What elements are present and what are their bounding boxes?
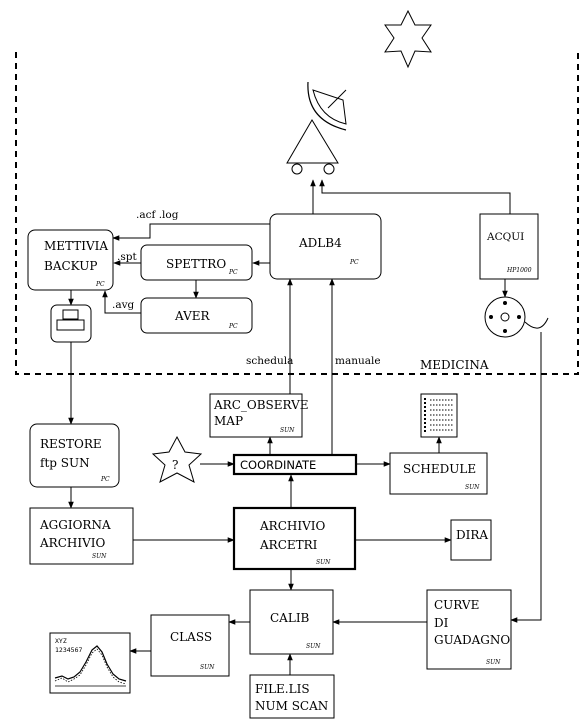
star-icon [384,9,432,69]
restore-node: RESTORE ftp SUN PC [29,423,120,488]
spectrum-plot-icon: XYZ 1234567 [49,632,131,694]
svg-text:PC: PC [349,259,359,266]
spettro-node: SPETTRO PC [140,244,253,281]
manuale-label: manuale [335,355,381,367]
svg-text:PC: PC [95,281,105,288]
svg-text:DIRA: DIRA [456,528,488,542]
svg-text:BACKUP: BACKUP [44,259,97,273]
svg-text:NUM SCAN: NUM SCAN [255,699,328,713]
dira-node: DIRA [450,519,492,561]
svg-text:ARCETRI: ARCETRI [259,538,318,552]
acf-log-label: .acf .log [136,209,179,221]
tape-reel-icon [484,296,549,338]
svg-text:HP1000: HP1000 [506,267,532,274]
svg-text:ARC_OBSERVE: ARC_OBSERVE [213,398,309,412]
svg-text:SPETTRO: SPETTRO [166,257,226,271]
svg-text:SUN: SUN [280,427,295,434]
svg-text:METTIVIA: METTIVIA [44,239,108,253]
radio-telescope-icon [286,81,347,175]
svg-text:RESTORE: RESTORE [40,437,102,451]
svg-text:SUN: SUN [200,664,215,671]
coordinate-node: COORDINATE [232,453,358,476]
unknown-source-star-icon: ? [151,435,203,483]
curve-di-guadagno-node: CURVE DI GUADAGNO SUN [426,589,512,670]
archivio-arcetri-node: ARCHIVIO ARCETRI SUN [232,506,357,571]
calib-node: CALIB SUN [249,589,334,655]
avg-label: .avg [112,299,135,311]
svg-text:SUN: SUN [316,559,331,566]
svg-text:1234567: 1234567 [55,646,82,654]
arc-observe-node: ARC_OBSERVE MAP SUN [209,393,309,438]
class-node: CLASS SUN [150,614,230,677]
svg-text:SUN: SUN [306,643,321,650]
svg-text:COORDINATE: COORDINATE [240,458,316,472]
file-lis-node: FILE.LIS NUM SCAN [249,674,335,719]
svg-text:DI: DI [434,616,449,630]
svg-text:ADLB4: ADLB4 [298,236,342,250]
schedule-node: SCHEDULE SUN [389,452,488,495]
svg-text:CLASS: CLASS [170,630,212,644]
svg-text:PC: PC [228,323,238,330]
medicina-label: MEDICINA [420,358,489,372]
svg-text:SUN: SUN [486,659,501,666]
svg-text:GUADAGNO: GUADAGNO [434,633,510,647]
svg-text:FILE.LIS: FILE.LIS [255,682,310,696]
schedule-document-icon [420,393,458,438]
svg-text:AVER: AVER [174,309,210,323]
svg-text:CALIB: CALIB [270,611,310,625]
mettivia-backup-node: METTIVIA BACKUP PC [27,229,114,291]
svg-text:MAP: MAP [214,414,243,428]
aggiorna-archivio-node: AGGIORNA ARCHIVIO SUN [29,507,134,565]
schedula-label: schedula [246,355,293,367]
svg-text:SCHEDULE: SCHEDULE [403,462,476,476]
svg-text:ftp SUN: ftp SUN [40,456,90,470]
acqui-node: ACQUI HP1000 [479,213,539,280]
adlb4-node: ADLB4 PC [269,213,382,280]
aver-node: AVER PC [140,297,253,334]
svg-text:SUN: SUN [465,484,480,491]
tape-drive-icon [50,304,92,343]
svg-text:ARCHIVIO: ARCHIVIO [39,536,105,550]
svg-text:ACQUI: ACQUI [486,231,524,243]
spt-label: .spt [117,251,137,263]
svg-text:PC: PC [228,269,238,276]
svg-text:SUN: SUN [92,553,107,560]
svg-text:?: ? [172,458,178,472]
medicina-region: MEDICINA [15,52,579,375]
svg-text:CURVE: CURVE [434,598,479,612]
svg-text:AGGIORNA: AGGIORNA [39,518,111,532]
svg-text:PC: PC [100,476,110,483]
svg-text:XYZ: XYZ [55,637,67,645]
svg-text:ARCHIVIO: ARCHIVIO [259,519,325,533]
